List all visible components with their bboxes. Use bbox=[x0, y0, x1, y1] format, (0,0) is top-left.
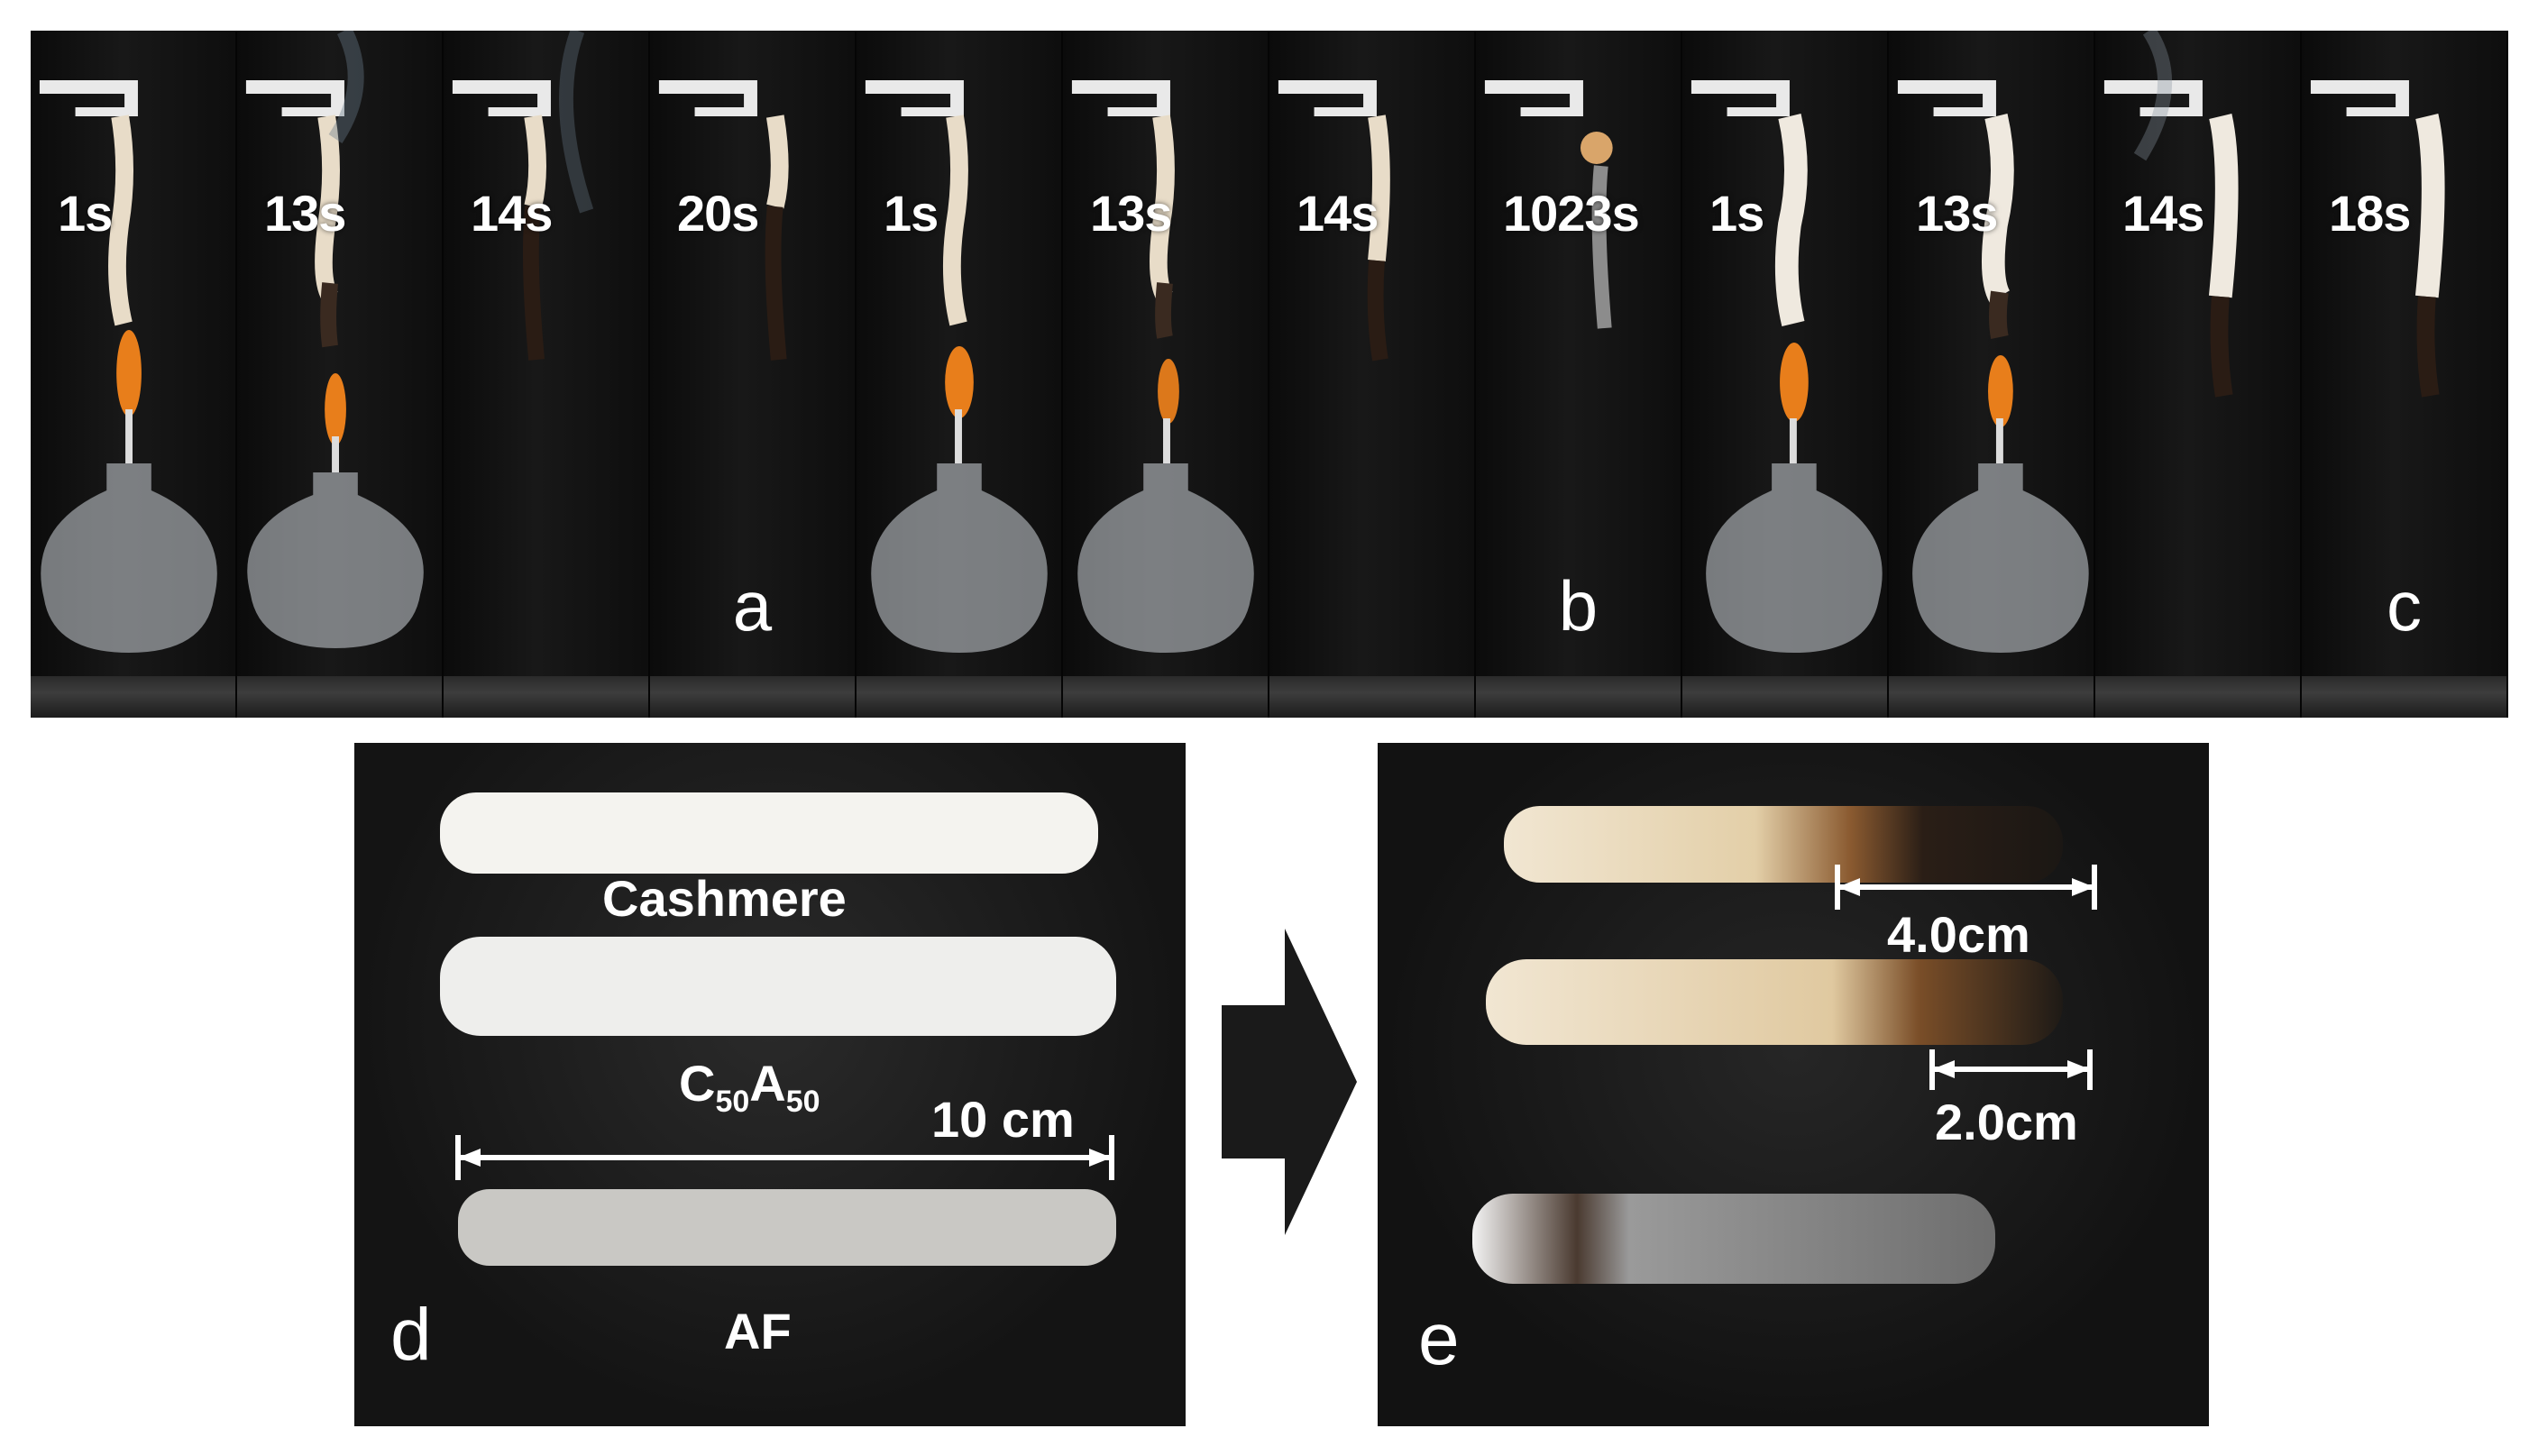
time-label: 1s bbox=[1709, 185, 1764, 242]
frame-b-4: 1023s b bbox=[1476, 31, 1682, 718]
label-cashmere: Cashmere bbox=[602, 870, 847, 927]
frame-scene bbox=[2310, 80, 2445, 398]
frame-a-2: 13s bbox=[237, 31, 444, 718]
time-label: 14s bbox=[1296, 185, 1379, 242]
label-c50a50-c: C bbox=[679, 1055, 716, 1112]
frame-c-1: 1s bbox=[1682, 31, 1889, 718]
time-label: 1s bbox=[58, 185, 113, 242]
panel-letter-a: a bbox=[732, 566, 773, 646]
samples-drawing bbox=[440, 792, 1116, 1266]
table-surface bbox=[650, 676, 855, 718]
frame-c-4: 18s c bbox=[2302, 31, 2508, 718]
table-surface bbox=[2095, 676, 2300, 718]
time-label: 20s bbox=[677, 185, 759, 242]
cashmere-braid bbox=[440, 792, 1098, 874]
measure-4cm: 4.0cm bbox=[1887, 906, 2030, 963]
frame-a-1: 1s bbox=[31, 31, 237, 718]
panel-letter-b: b bbox=[1558, 566, 1599, 646]
frame-b-2: 13s bbox=[1063, 31, 1269, 718]
photo-d-samples: Cashmere C50A50 10 cm AF d bbox=[354, 743, 1186, 1426]
burnt-af bbox=[1472, 1194, 1995, 1284]
frame-scene bbox=[1484, 80, 1613, 329]
frame-scene bbox=[39, 80, 217, 653]
frame-scene bbox=[1278, 80, 1390, 362]
label-c50a50: C50A50 bbox=[679, 1054, 820, 1120]
frame-scene bbox=[1071, 80, 1254, 653]
frame-c-3: 14s bbox=[2095, 31, 2302, 718]
c50a50-braid bbox=[440, 937, 1116, 1036]
table-surface bbox=[1269, 676, 1474, 718]
label-c50a50-sub1: 50 bbox=[715, 1085, 750, 1120]
photo-e-burnt-samples: 4.0cm 2.0cm e bbox=[1378, 743, 2209, 1426]
burnt-cashmere bbox=[1504, 806, 2063, 883]
time-label: 1s bbox=[884, 185, 939, 242]
af-braid bbox=[458, 1189, 1116, 1266]
time-label: 13s bbox=[1916, 185, 1998, 242]
burnt-c50a50 bbox=[1486, 959, 2063, 1045]
frame-scene bbox=[865, 80, 1048, 653]
frame-scene bbox=[658, 80, 789, 361]
table-surface bbox=[1063, 676, 1268, 718]
table-surface bbox=[31, 676, 235, 718]
frame-a-4: 20s a bbox=[650, 31, 857, 718]
label-af: AF bbox=[724, 1303, 792, 1360]
panel-letter-c: c bbox=[2387, 566, 2422, 646]
frame-scene bbox=[2103, 31, 2239, 398]
table-surface bbox=[2302, 676, 2506, 718]
time-label: 14s bbox=[2122, 185, 2204, 242]
panel-letter-d: d bbox=[390, 1294, 432, 1376]
frame-scene bbox=[1690, 80, 1883, 653]
frame-a-3: 14s bbox=[444, 31, 650, 718]
burning-test-strip: 1s 13s 14s 20s a bbox=[31, 31, 2508, 718]
time-label: 13s bbox=[1090, 185, 1172, 242]
burnt-samples-drawing bbox=[1472, 806, 2097, 1284]
scale-label: 10 cm bbox=[931, 1091, 1075, 1148]
frame-b-3: 14s bbox=[1269, 31, 1476, 718]
time-label: 1023s bbox=[1503, 185, 1640, 242]
frame-scene bbox=[1897, 80, 2089, 653]
label-c50a50-sub2: 50 bbox=[785, 1085, 820, 1120]
time-label: 14s bbox=[471, 185, 553, 242]
arrow-right-icon bbox=[1222, 929, 1357, 1235]
table-surface bbox=[1476, 676, 1681, 718]
frame-scene bbox=[245, 31, 424, 648]
frame-b-1: 1s bbox=[857, 31, 1063, 718]
measure-2cm: 2.0cm bbox=[1935, 1094, 2078, 1150]
table-surface bbox=[857, 676, 1061, 718]
table-surface bbox=[1682, 676, 1887, 718]
frame-scene bbox=[452, 31, 594, 361]
time-label: 18s bbox=[2329, 185, 2411, 242]
table-surface bbox=[1889, 676, 2094, 718]
table-surface bbox=[444, 676, 648, 718]
frame-c-2: 13s bbox=[1889, 31, 2095, 718]
panel-letter-e: e bbox=[1418, 1298, 1460, 1380]
label-c50a50-a: A bbox=[749, 1055, 786, 1112]
time-label: 13s bbox=[264, 185, 346, 242]
table-surface bbox=[237, 676, 442, 718]
